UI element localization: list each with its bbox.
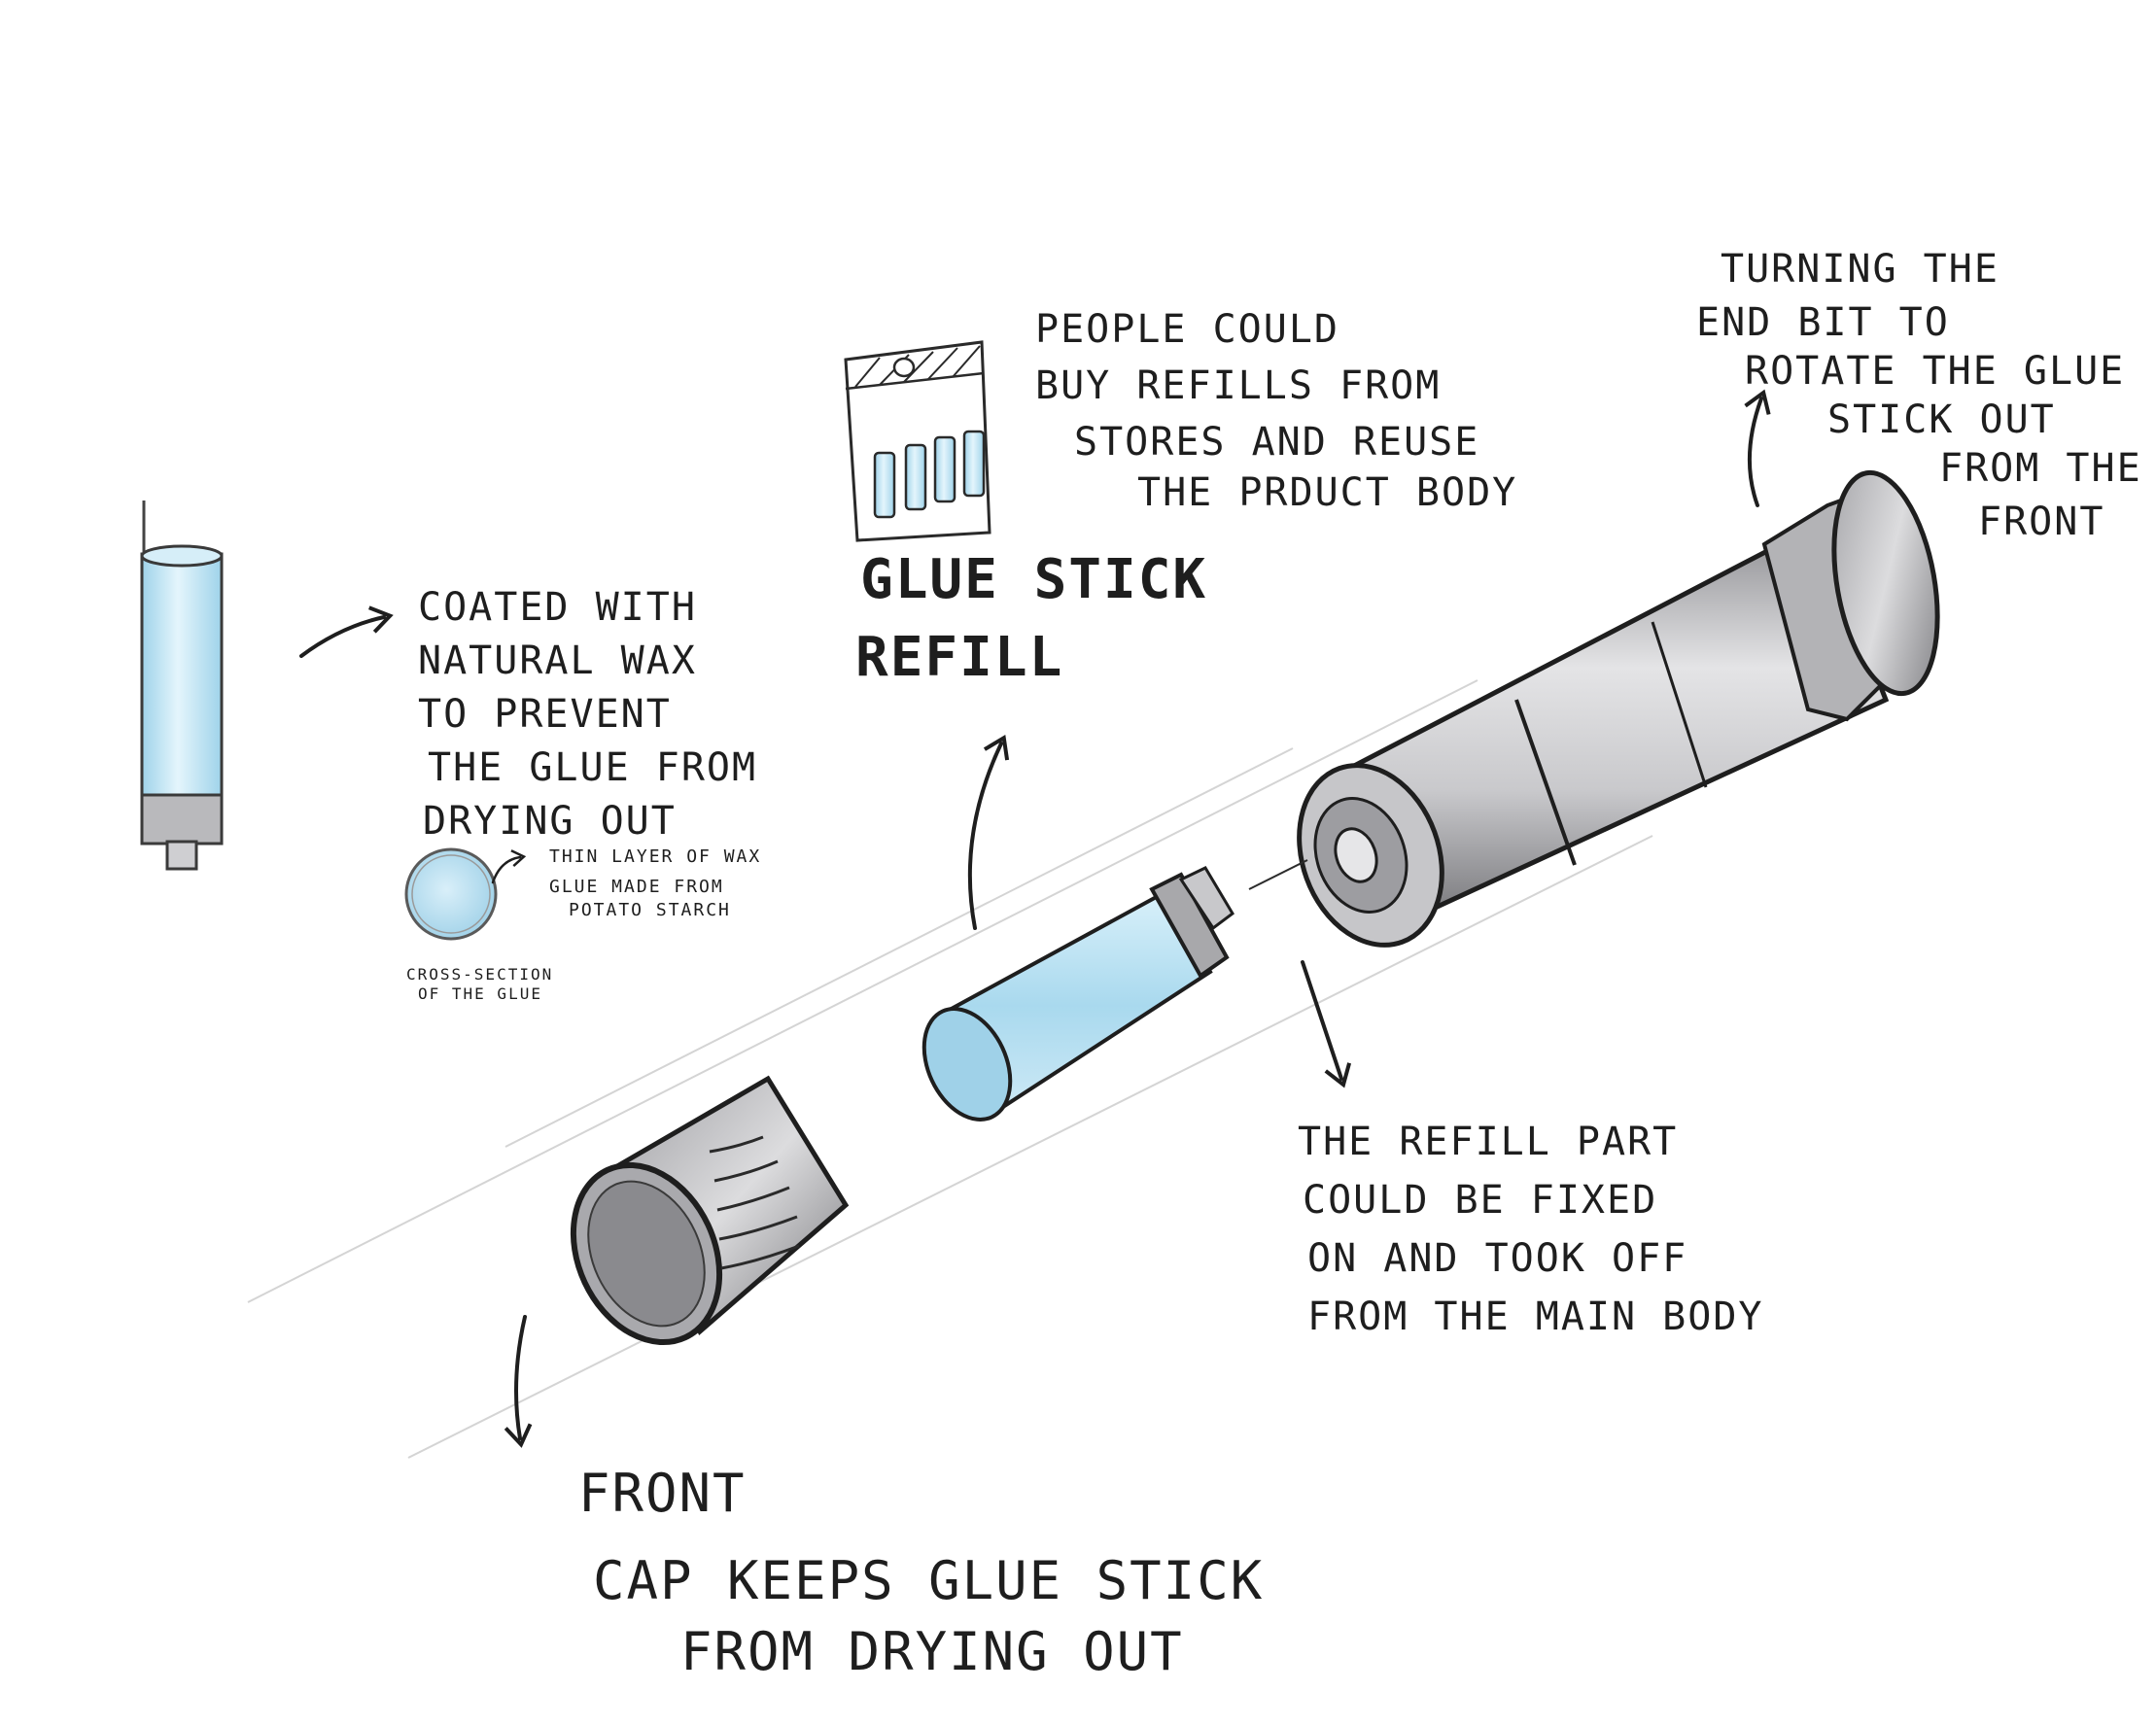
note-wax-coating: COATED WITH NATURAL WAX TO PREVENT THE G… (418, 585, 757, 844)
note-glue-material-line-2: POTATO STARCH (569, 900, 731, 920)
note-refill-part-line-2: COULD BE FIXED (1303, 1178, 1657, 1223)
note-refill-title: GLUE STICK REFILL (855, 548, 1207, 689)
arrow-to-wax-layer-icon (493, 857, 520, 882)
note-refill-purchase-line-2: BUY REFILLS FROM (1035, 363, 1441, 408)
note-cross-section-line-1: CROSS-SECTION (406, 965, 553, 984)
arrow-to-wax-note-icon (301, 617, 384, 656)
note-end-bit-line-2: END BIT TO (1696, 300, 1950, 345)
note-wax-coating-line-3: TO PREVENT (418, 692, 672, 737)
note-front-cap-line-2: CAP KEEPS GLUE STICK (593, 1550, 1264, 1611)
note-glue-material-line-1: GLUE MADE FROM (549, 877, 724, 897)
note-end-bit-line-4: STICK OUT (1827, 397, 2056, 442)
note-end-bit: TURNING THE END BIT TO ROTATE THE GLUE S… (1696, 247, 2142, 544)
note-glue-material: GLUE MADE FROM POTATO STARCH (549, 877, 731, 920)
note-refill-title-line-1: GLUE STICK (860, 548, 1207, 611)
refill-package-illustration (846, 342, 990, 540)
note-refill-part-line-1: THE REFILL PART (1298, 1120, 1678, 1164)
note-refill-part-line-3: ON AND TOOK OFF (1307, 1236, 1687, 1281)
note-wax-coating-line-4: THE GLUE FROM (428, 745, 757, 790)
note-wax-coating-line-5: DRYING OUT (423, 799, 677, 844)
note-wax-layer: THIN LAYER OF WAX (549, 846, 761, 867)
note-refill-part: THE REFILL PART COULD BE FIXED ON AND TO… (1298, 1120, 1763, 1339)
refill-side-view-illustration (142, 501, 222, 869)
note-refill-part-line-4: FROM THE MAIN BODY (1307, 1294, 1763, 1339)
note-wax-coating-line-2: NATURAL WAX (418, 639, 697, 683)
note-cross-section-line-2: OF THE GLUE (418, 984, 542, 1003)
note-end-bit-line-3: ROTATE THE GLUE (1745, 349, 2125, 394)
note-wax-coating-line-1: COATED WITH (418, 585, 697, 630)
glue-refill-illustration (907, 868, 1233, 1133)
note-refill-purchase-line-4: THE PRDUCT BODY (1137, 470, 1517, 515)
note-front-cap-line-1: FRONT (578, 1463, 747, 1524)
note-front-cap: FRONT CAP KEEPS GLUE STICK FROM DRYING O… (578, 1463, 1264, 1682)
arrow-up-to-refill-title-icon (970, 743, 1001, 928)
note-end-bit-line-1: TURNING THE (1721, 247, 2000, 292)
glue-cross-section-illustration (406, 849, 496, 939)
arrow-up-to-end-bit-note-icon (1750, 398, 1761, 505)
note-refill-purchase-line-1: PEOPLE COULD (1035, 307, 1339, 352)
note-cross-section: CROSS-SECTION OF THE GLUE (406, 965, 553, 1003)
note-front-cap-line-3: FROM DRYING OUT (680, 1621, 1184, 1682)
note-refill-purchase: PEOPLE COULD BUY REFILLS FROM STORES AND… (1035, 307, 1517, 515)
note-end-bit-line-5: FROM THE (1939, 446, 2142, 491)
arrow-down-to-refill-part-note-icon (1303, 962, 1341, 1079)
note-end-bit-line-6: FRONT (1978, 500, 2104, 544)
main-body-illustration (1249, 465, 1953, 965)
note-refill-title-line-2: REFILL (855, 626, 1063, 689)
arrow-down-to-front-cap-note-icon (516, 1317, 525, 1438)
note-refill-purchase-line-3: STORES AND REUSE (1074, 420, 1479, 465)
front-cap-illustration (545, 1079, 846, 1366)
